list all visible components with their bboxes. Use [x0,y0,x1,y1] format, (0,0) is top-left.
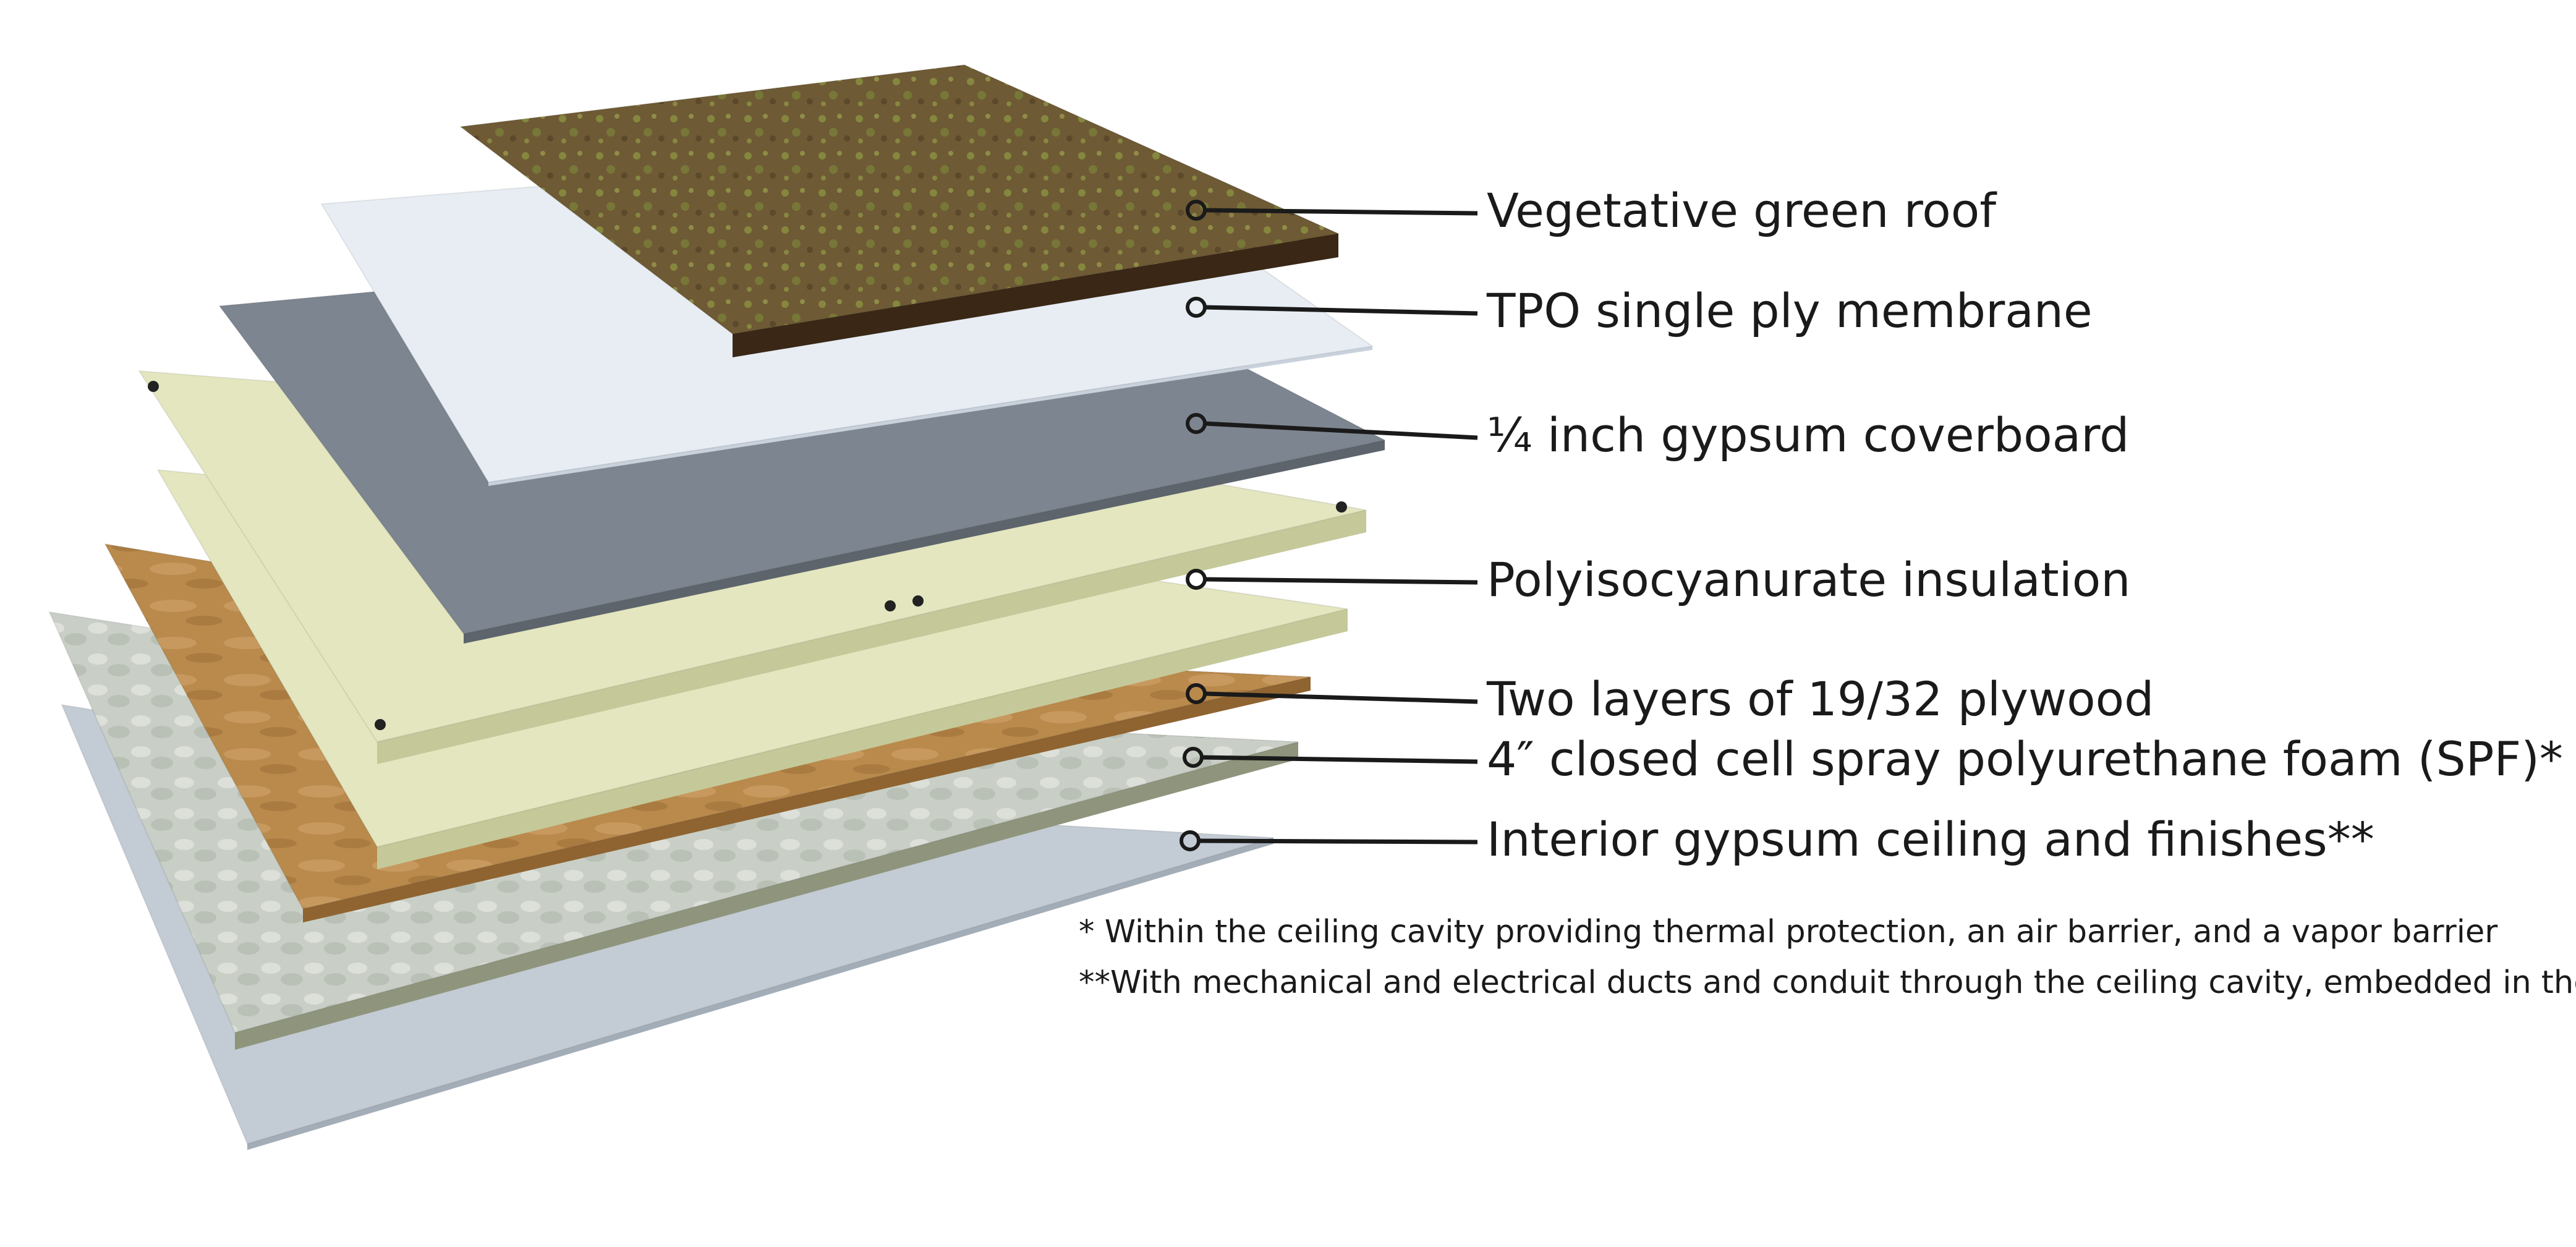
fastener-dot [912,595,924,606]
fastener-dot [375,719,386,730]
footnote-spf: * Within the ceiling cavity providing th… [1079,913,2498,950]
leader-line-interior-ceiling [1198,838,1478,845]
label-polyiso-insulation: Polyisocyanurate insulation [1487,552,2131,608]
leader-anchor-plywood [1186,683,1207,704]
leader-anchor-gypsum-coverboard [1186,413,1207,434]
label-interior-ceiling: Interior gypsum ceiling and finishes** [1487,812,2374,867]
layer-side-polyiso-insulation-top [377,510,1366,764]
leader-anchor-polyiso-insulation [1186,569,1207,590]
layer-top-green-roof [459,64,1341,335]
label-tpo-membrane: TPO single ply membrane [1487,283,2093,339]
label-spray-foam: 4″ closed cell spray polyurethane foam (… [1487,731,2563,787]
layer-side-gypsum-coverboard [464,440,1385,644]
fastener-dot [885,600,896,611]
layers-group [48,64,1387,1150]
leader-anchor-tpo-membrane [1186,297,1207,318]
layer-side-green-roof [733,234,1338,357]
label-green-roof: Vegetative green roof [1487,183,1997,239]
leader-line-green-roof [1204,208,1478,216]
leader-line-gypsum-coverboard [1204,421,1478,440]
label-gypsum-coverboard: ¼ inch gypsum coverboard [1487,407,2130,463]
layer-side-tpo-membrane [488,346,1372,486]
footnote-ducts: **With mechanical and electrical ducts a… [1079,964,2576,1001]
leader-lines [1180,200,1478,851]
leader-anchor-green-roof [1186,200,1207,221]
layer-side-polyiso-insulation [377,609,1348,869]
fastener-dot [1336,501,1347,513]
leader-anchor-spray-foam [1183,747,1204,768]
leader-anchor-interior-ceiling [1180,830,1201,851]
layer-side-interior-ceiling [247,838,1273,1150]
label-plywood: Two layers of 19/32 plywood [1487,671,2154,727]
leader-line-tpo-membrane [1204,305,1478,316]
leader-line-polyiso-insulation [1204,577,1478,585]
leader-line-plywood [1204,691,1478,704]
fastener-dot [148,381,159,392]
layer-side-spray-foam [235,742,1298,1050]
leader-line-spray-foam [1201,755,1478,764]
layer-side-plywood [303,677,1311,922]
